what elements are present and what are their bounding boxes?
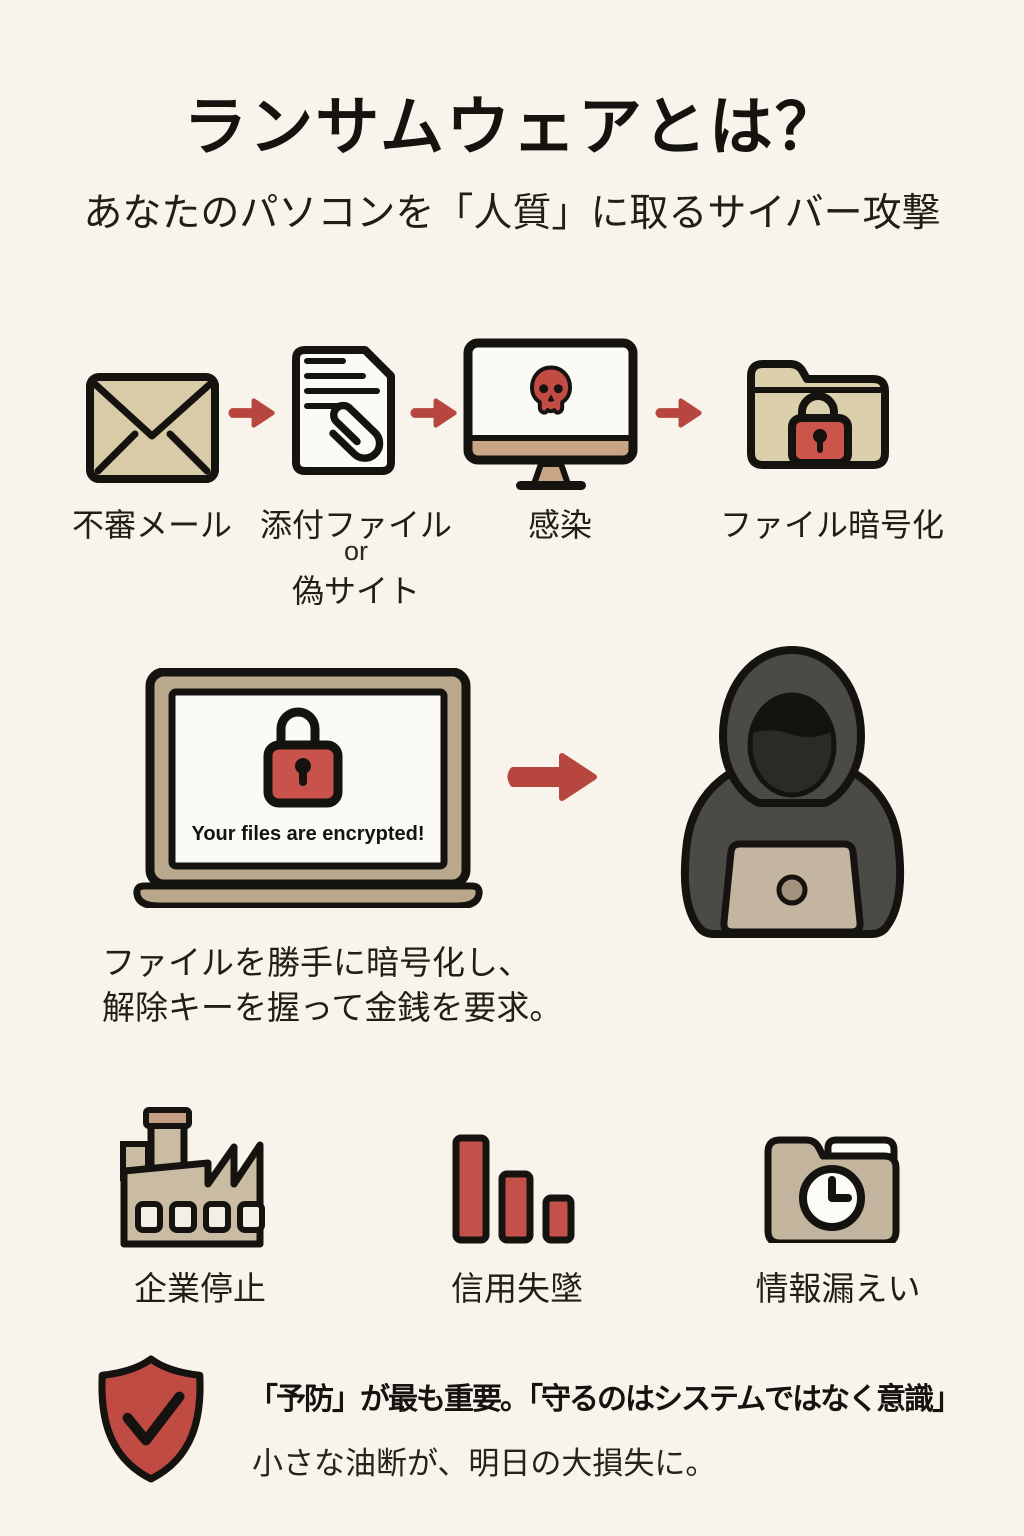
folder-clock-icon bbox=[764, 1136, 900, 1243]
flow-step-label: 添付ファイル bbox=[259, 507, 452, 543]
impact-label: 情報漏えい bbox=[755, 1270, 921, 1307]
flow-step-label: ファイル暗号化 bbox=[719, 507, 944, 543]
page-subtitle: あなたのパソコンを「人質」に取るサイバー攻撃 bbox=[83, 192, 941, 235]
flow-step-label: 不審メール bbox=[71, 507, 232, 543]
infected-monitor-icon bbox=[463, 338, 638, 490]
declining-chart-icon bbox=[452, 1134, 575, 1244]
flow-arrow-icon bbox=[228, 398, 275, 428]
ransom-arrow-icon bbox=[507, 753, 597, 801]
flow-step-label: 感染 bbox=[527, 507, 592, 543]
suspicious-email-icon bbox=[86, 373, 219, 483]
encrypted-folder-icon bbox=[747, 360, 889, 469]
impact-label: 信用失墜 bbox=[451, 1270, 583, 1307]
impact-label: 企業停止 bbox=[134, 1270, 266, 1307]
shield-check-icon bbox=[98, 1355, 204, 1483]
attachment-file-icon bbox=[292, 346, 395, 475]
ransom-caption-line1: ファイルを勝手に暗号化し、 bbox=[102, 944, 531, 981]
flow-alt-label: 偽サイト bbox=[291, 573, 420, 609]
flow-or-label: or bbox=[343, 536, 368, 566]
ransom-screen-message: Your files are encrypted! bbox=[191, 823, 424, 845]
ransom-caption-line2: 解除キーを握って金銭を要求。 bbox=[102, 989, 563, 1026]
page-title: ランサムウェアとは？ bbox=[183, 91, 841, 163]
hacker-icon bbox=[680, 646, 905, 938]
flow-arrow-icon bbox=[410, 398, 457, 428]
factory-icon bbox=[120, 1107, 265, 1248]
footer-subtext: 小さな油断が、明日の大損失に。 bbox=[252, 1446, 717, 1481]
footer-headline: 「予防」が最も重要。「守るのはシステムではなく意識」 bbox=[248, 1383, 962, 1416]
flow-arrow-icon bbox=[655, 398, 702, 428]
ransom-laptop-icon: Your files are encrypted! bbox=[133, 668, 483, 908]
